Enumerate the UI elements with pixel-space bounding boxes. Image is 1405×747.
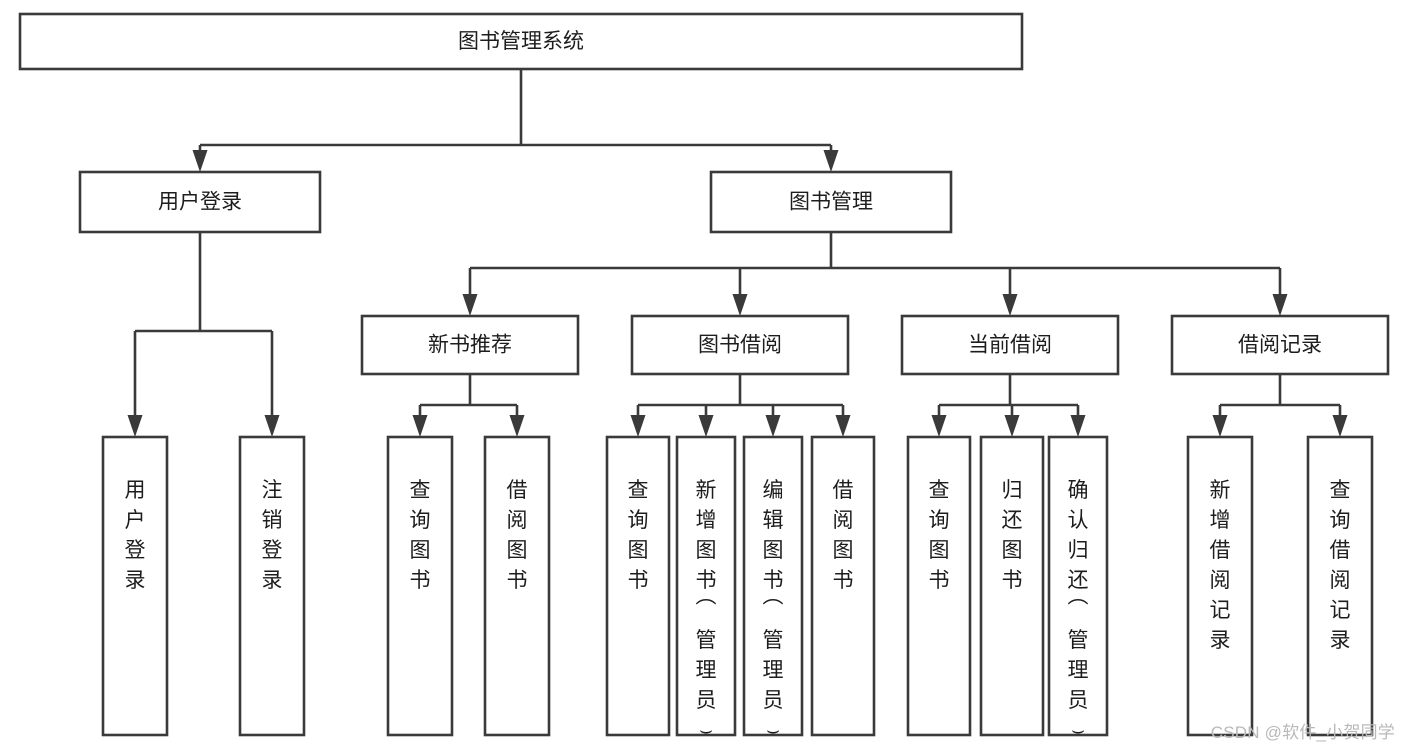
node-leaf-query-borrow-record-box[interactable] (1306, 435, 1374, 737)
arrow-head (1272, 294, 1288, 316)
arrow-head (127, 415, 143, 437)
node-leaf-return-book-box[interactable] (979, 435, 1045, 737)
node-leaf-return-book-label: 归还图书 (1002, 479, 1023, 592)
arrow-head (765, 415, 781, 437)
node-leaf-add-borrow-record[interactable]: 新增借阅记录 (1186, 435, 1254, 737)
node-leaf-confirm-return-admin-box[interactable] (1047, 435, 1109, 737)
node-leaf-logout-label: 注销登录 (262, 479, 283, 592)
arrow-head (630, 415, 646, 437)
node-book-manage-label: 图书管理 (789, 191, 873, 214)
arrow-head (1002, 294, 1018, 316)
node-leaf-confirm-return-admin-label: 确认归还⌒管理员⌣ (1068, 479, 1089, 742)
node-leaf-logout[interactable]: 注销登录 (238, 435, 306, 737)
node-root[interactable]: 图书管理系统 (18, 12, 1024, 71)
connector-edges (127, 69, 1348, 437)
node-leaf-edit-book-admin[interactable]: 编辑图书⌒管理员⌣ (742, 435, 804, 742)
node-user-login-box[interactable] (78, 170, 322, 234)
arrow-head (823, 150, 839, 172)
arrow-head (1332, 415, 1348, 437)
arrow-head (462, 294, 478, 316)
node-book-manage[interactable]: 图书管理 (709, 170, 953, 234)
node-leaf-add-book-admin-label: 新增图书⌒管理员⌣ (696, 479, 717, 742)
node-current-borrow[interactable]: 当前借阅 (900, 314, 1120, 376)
node-leaf-query-book-2-box[interactable] (605, 435, 671, 737)
node-leaf-query-book-1-box[interactable] (386, 435, 454, 737)
node-book-borrow-box[interactable] (630, 314, 850, 376)
node-leaf-add-book-admin[interactable]: 新增图书⌒管理员⌣ (675, 435, 737, 742)
node-book-borrow-label: 图书借阅 (698, 334, 782, 357)
node-boxes: 图书管理系统用户登录图书管理新书推荐图书借阅当前借阅借阅记录用户登录注销登录查询… (18, 12, 1390, 742)
node-leaf-user-login-box[interactable] (101, 435, 169, 737)
node-leaf-borrow-book-1-box[interactable] (483, 435, 551, 737)
node-leaf-add-borrow-record-box[interactable] (1186, 435, 1254, 737)
node-new-book-recommend-box[interactable] (360, 314, 580, 376)
node-leaf-query-book-3-box[interactable] (906, 435, 972, 737)
node-leaf-query-book-3-label: 查询图书 (929, 479, 950, 592)
node-current-borrow-box[interactable] (900, 314, 1120, 376)
node-book-borrow[interactable]: 图书借阅 (630, 314, 850, 376)
node-leaf-return-book[interactable]: 归还图书 (979, 435, 1045, 737)
arrow-head (412, 415, 428, 437)
node-leaf-query-book-3[interactable]: 查询图书 (906, 435, 972, 737)
node-leaf-query-borrow-record[interactable]: 查询借阅记录 (1306, 435, 1374, 737)
node-book-manage-box[interactable] (709, 170, 953, 234)
node-leaf-user-login[interactable]: 用户登录 (101, 435, 169, 737)
arrow-head (192, 150, 208, 172)
node-root-box[interactable] (18, 12, 1024, 71)
arrow-head (931, 415, 947, 437)
node-leaf-query-book-1[interactable]: 查询图书 (386, 435, 454, 737)
node-leaf-add-book-admin-box[interactable] (675, 435, 737, 737)
arrow-head (732, 294, 748, 316)
node-leaf-query-borrow-record-label: 查询借阅记录 (1330, 479, 1351, 652)
node-borrow-record[interactable]: 借阅记录 (1170, 314, 1390, 376)
node-leaf-query-book-2-label: 查询图书 (628, 479, 649, 592)
csdn-watermark: CSDN @软件_小贺同学 (1210, 723, 1395, 742)
node-leaf-borrow-book-1-label: 借阅图书 (507, 479, 528, 592)
node-borrow-record-label: 借阅记录 (1238, 334, 1322, 357)
node-leaf-confirm-return-admin[interactable]: 确认归还⌒管理员⌣ (1047, 435, 1109, 742)
node-leaf-logout-box[interactable] (238, 435, 306, 737)
arrow-head (264, 415, 280, 437)
node-user-login-label: 用户登录 (158, 191, 242, 214)
node-leaf-borrow-book-1[interactable]: 借阅图书 (483, 435, 551, 737)
node-borrow-record-box[interactable] (1170, 314, 1390, 376)
arrow-head (1212, 415, 1228, 437)
arrow-head (835, 415, 851, 437)
node-root-label: 图书管理系统 (458, 30, 584, 53)
node-new-book-recommend-label: 新书推荐 (428, 334, 512, 357)
arrow-head (698, 415, 714, 437)
node-leaf-borrow-book-2-box[interactable] (810, 435, 876, 737)
node-leaf-query-book-1-label: 查询图书 (410, 479, 431, 592)
node-new-book-recommend[interactable]: 新书推荐 (360, 314, 580, 376)
arrow-head (1070, 415, 1086, 437)
node-leaf-edit-book-admin-label: 编辑图书⌒管理员⌣ (763, 479, 784, 742)
node-leaf-user-login-label: 用户登录 (125, 479, 146, 592)
node-leaf-query-book-2[interactable]: 查询图书 (605, 435, 671, 737)
arrow-head (1004, 415, 1020, 437)
node-leaf-borrow-book-2-label: 借阅图书 (833, 479, 854, 592)
node-leaf-edit-book-admin-box[interactable] (742, 435, 804, 737)
node-leaf-add-borrow-record-label: 新增借阅记录 (1210, 479, 1231, 652)
node-user-login[interactable]: 用户登录 (78, 170, 322, 234)
node-leaf-borrow-book-2[interactable]: 借阅图书 (810, 435, 876, 737)
node-current-borrow-label: 当前借阅 (968, 334, 1052, 357)
arrow-head (509, 415, 525, 437)
